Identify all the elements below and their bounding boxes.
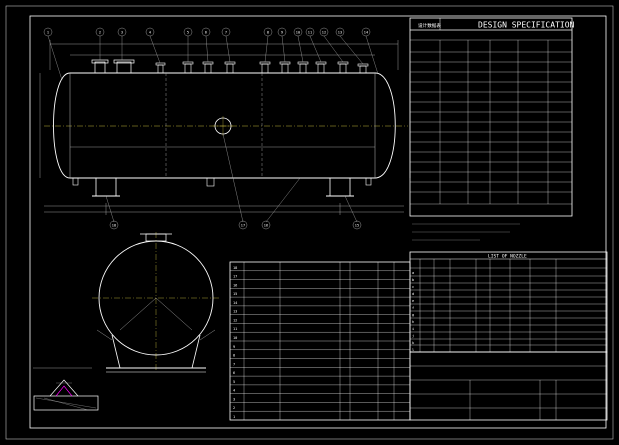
parts-no: 14 (233, 301, 237, 305)
design-spec-table: 设计数据表 DESIGN SPECIFICATION (409, 17, 575, 217)
nozzle-cell: b (412, 278, 414, 282)
title-block (409, 351, 608, 421)
nozzle-cell: l (412, 348, 414, 352)
part-balloon-label: 8 (267, 30, 269, 34)
part-balloon-label: 3 (121, 30, 123, 34)
part-balloon-label: 9 (281, 30, 283, 34)
nozzle-cell: j (412, 334, 414, 338)
part-balloon: 9 (277, 27, 287, 37)
weld-detail (33, 367, 99, 411)
nozzle-table-title: LIST OF NOZZLE (488, 254, 527, 260)
parts-no: 16 (233, 283, 237, 287)
parts-no: 11 (233, 327, 237, 331)
drawing-frame (29, 15, 607, 429)
nozzle-bottom (365, 177, 372, 186)
parts-no: 17 (233, 275, 237, 279)
parts-no: 13 (233, 310, 237, 314)
parts-no: 1 (233, 415, 235, 419)
nozzle-top (226, 63, 234, 74)
part-balloon-label: 15 (355, 223, 359, 227)
part-balloon: 3 (117, 27, 127, 37)
parts-no: 5 (233, 380, 235, 384)
nozzle-cell: k (412, 341, 415, 345)
part-balloon: 17 (238, 220, 248, 230)
nozzle-cell: e (412, 299, 414, 303)
parts-no: 7 (233, 362, 235, 366)
nozzle-top (299, 63, 307, 74)
part-balloon-label: 17 (241, 223, 245, 227)
part-balloon: 12 (319, 27, 329, 37)
part-balloon: 2 (95, 27, 105, 37)
part-balloon: 4 (145, 27, 155, 37)
parts-no: 18 (233, 266, 237, 270)
part-balloon: 1 (43, 27, 53, 37)
nozzle-top (157, 64, 164, 74)
nozzle-cell: g (412, 313, 414, 317)
right-head (374, 72, 396, 179)
part-balloon-label: 2 (99, 30, 101, 34)
nozzle-top (116, 61, 132, 74)
part-balloon: 10 (293, 27, 303, 37)
part-balloon: 18 (109, 220, 119, 230)
parts-list-table: 18 17 16 15 14 13 12 11 10 9 8 7 6 5 4 3 2 1 (229, 261, 411, 421)
left-head (53, 72, 71, 179)
saddle-support-left (95, 177, 117, 197)
parts-no: 6 (233, 371, 235, 375)
part-balloon: 16 (261, 220, 271, 230)
part-balloon: 15 (352, 220, 362, 230)
nozzle-cell: f (412, 306, 414, 310)
part-balloon-label: 18 (112, 223, 116, 227)
parts-no: 12 (233, 318, 237, 322)
part-balloon: 11 (305, 27, 315, 37)
vessel-end-view (92, 232, 220, 373)
part-balloon-label: 16 (264, 223, 268, 227)
outer-border (5, 5, 614, 440)
nozzle-cell: d (412, 292, 414, 296)
part-balloon: 5 (183, 27, 193, 37)
part-balloon-label: 13 (338, 30, 342, 34)
nozzle-top (317, 63, 325, 74)
nozzle-cell: a (412, 271, 414, 275)
part-balloon-label: 10 (296, 30, 300, 34)
part-balloon: 7 (221, 27, 231, 37)
design-title-cn: 设计数据表 (418, 22, 441, 29)
nozzle-top (359, 65, 367, 74)
parts-no: 10 (233, 336, 237, 340)
part-balloon-label: 12 (322, 30, 326, 34)
saddle-support-right (329, 177, 351, 197)
parts-no: 4 (233, 389, 235, 393)
technical-notes (412, 215, 540, 241)
nozzle-top (261, 63, 269, 74)
part-balloon-label: 6 (205, 30, 207, 34)
part-balloon-label: 4 (149, 30, 151, 34)
part-balloon-label: 5 (187, 30, 189, 34)
part-balloon: 13 (335, 27, 345, 37)
part-balloon-label: 1 (47, 30, 49, 34)
design-title-en: DESIGN SPECIFICATION (478, 21, 575, 30)
nozzle-bottom (72, 177, 79, 186)
part-balloon: 6 (201, 27, 211, 37)
nozzle-top (184, 63, 192, 74)
nozzle-cell: i (412, 327, 414, 331)
nozzle-top (94, 61, 106, 74)
nozzle-top (339, 63, 347, 74)
part-balloon-label: 14 (364, 30, 368, 34)
parts-no: 3 (233, 397, 235, 401)
parts-no: 8 (233, 354, 235, 358)
part-balloon: 14 (361, 27, 371, 37)
part-balloon: 8 (263, 27, 273, 37)
parts-no: 9 (233, 345, 235, 349)
nozzle-top (281, 63, 289, 74)
nozzle-cell: c (412, 285, 414, 289)
nozzle-bottom (206, 177, 215, 187)
part-balloon-label: 7 (225, 30, 227, 34)
parts-no: 2 (233, 406, 235, 410)
parts-no: 15 (233, 292, 237, 296)
part-balloon-label: 11 (308, 30, 312, 34)
nozzle-cell: h (412, 320, 414, 324)
nozzle-top (204, 63, 212, 74)
